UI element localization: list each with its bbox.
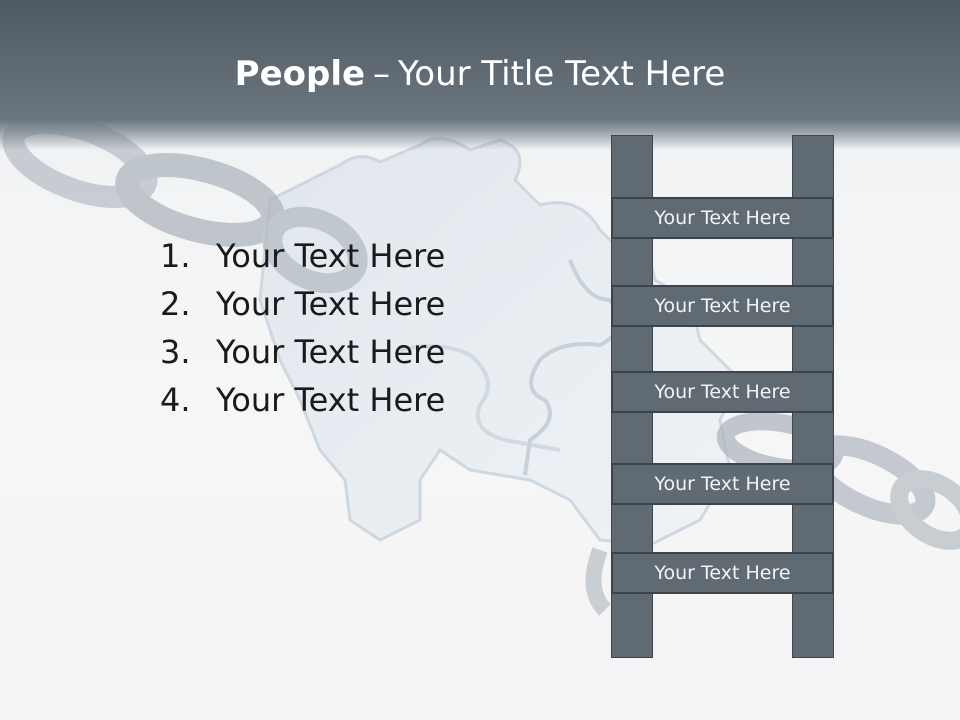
numbered-list: 1. Your Text Here 2. Your Text Here 3. Your… [160,232,445,424]
list-item-number: 2. [160,285,191,323]
list-item-text: Your Text Here [216,237,446,275]
ladder-diagram: Your Text Here Your Text Here Your Text … [611,135,834,658]
list-item-number: 1. [160,237,191,275]
list-item: 1. Your Text Here [160,232,445,280]
ladder-rung-4: Your Text Here [611,463,834,505]
chain-lower [585,547,612,616]
puzzle-seam-2 [399,344,561,452]
list-item: 4. Your Text Here [160,376,445,424]
ladder-rung-3: Your Text Here [611,371,834,413]
list-item-text: Your Text Here [216,285,446,323]
ladder-rung-5: Your Text Here [611,552,834,594]
list-item-number: 3. [160,333,191,371]
ladder-rung-2: Your Text Here [611,285,834,327]
list-item: 2. Your Text Here [160,280,445,328]
puzzle-seam [523,259,620,476]
title-separator: – [373,54,391,94]
slide-title: People–Your Title Text Here [0,52,960,96]
list-item: 3. Your Text Here [160,328,445,376]
ladder-rung-1: Your Text Here [611,197,834,239]
list-item-text: Your Text Here [216,381,446,419]
list-item-number: 4. [160,381,191,419]
title-bar [0,0,960,150]
list-item-text: Your Text Here [216,333,446,371]
title-text: Your Title Text Here [398,54,726,94]
title-bold: People [234,54,366,94]
